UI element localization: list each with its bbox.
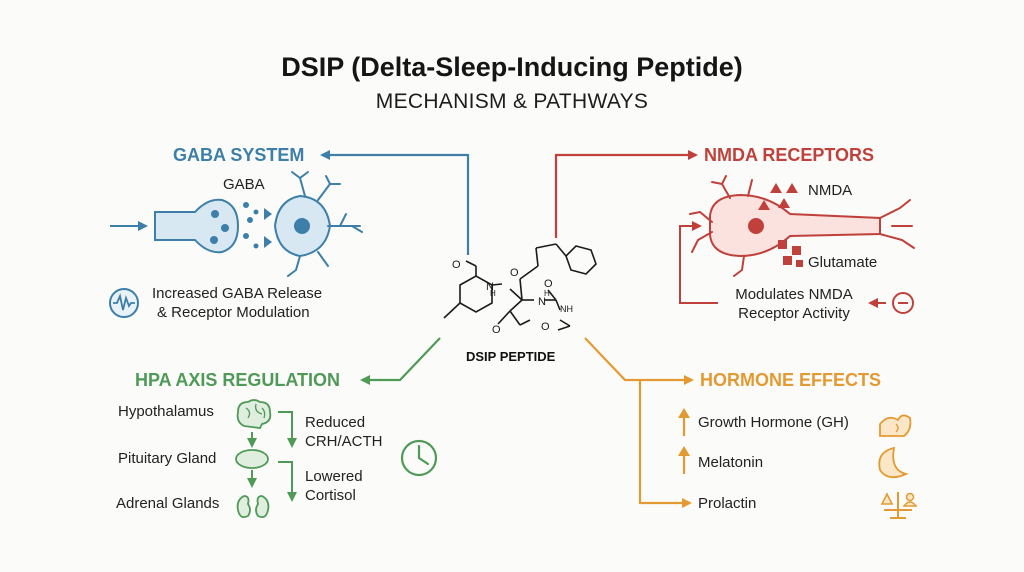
minus-circle-icon	[892, 292, 914, 314]
page-subtitle: MECHANISM & PATHWAYS	[375, 90, 649, 113]
nmda-feedback-loop	[679, 221, 886, 308]
hpa-organ-hypothalamus: Hypothalamus	[118, 403, 214, 420]
brain-icon	[236, 399, 272, 429]
svg-text:O: O	[510, 267, 519, 279]
pituitary-gland-icon	[235, 449, 269, 469]
svg-text:O: O	[544, 278, 553, 290]
gaba-effect-line2: & Receptor Modulation	[157, 304, 310, 321]
waveform-icon	[109, 288, 139, 318]
nmda-neuron-illustration	[689, 175, 915, 277]
hpa-organ-pituitary: Pituitary Gland	[118, 450, 217, 467]
glutamate-marker	[778, 240, 787, 249]
svg-text:N: N	[486, 281, 494, 293]
nmda-effect-line2: Receptor Activity	[738, 305, 850, 322]
hpa-organ-adrenal: Adrenal Glands	[116, 495, 220, 512]
moon-icon	[878, 446, 909, 479]
nmda-heading: NMDA RECEPTORS	[704, 145, 875, 165]
hormone-item-prolactin: Prolactin	[698, 495, 757, 512]
dsip-molecule-structure	[443, 243, 597, 331]
balance-scale-icon	[880, 492, 918, 519]
page-title: DSIP (Delta-Sleep-Inducing Peptide)	[281, 52, 743, 82]
hormone-item-melatonin: Melatonin	[698, 454, 764, 471]
svg-text:H: H	[544, 289, 550, 298]
connector-gaba	[320, 150, 470, 255]
gaba-heading: GABA SYSTEM	[173, 145, 305, 165]
hpa-effect-crh-line1: Reduced	[305, 414, 366, 431]
gaba-effect-line1: Increased GABA Release	[152, 285, 323, 302]
glutamate-label: Glutamate	[808, 254, 878, 271]
svg-text:O: O	[452, 259, 461, 271]
hpa-effect-crh-line2: CRH/ACTH	[305, 433, 383, 450]
hormone-item-gh: Growth Hormone (GH)	[698, 414, 849, 431]
hpa-effect-cortisol-line2: Cortisol	[305, 487, 356, 504]
nmda-molecule-label: NMDA	[808, 182, 853, 199]
svg-text:N: N	[538, 296, 546, 308]
nmda-effect-line1: Modulates NMDA	[735, 286, 853, 303]
hpa-effect-cortisol-line1: Lowered	[305, 468, 363, 485]
svg-text:O: O	[541, 321, 550, 333]
hormone-heading: HORMONE EFFECTS	[700, 370, 882, 390]
svg-text:H: H	[490, 289, 496, 298]
flexed-arm-icon	[879, 414, 912, 437]
gaba-molecule-label: GABA	[223, 176, 265, 193]
svg-text:O: O	[492, 324, 501, 336]
hpa-heading: HPA AXIS REGULATION	[135, 370, 341, 390]
nmda-marker	[770, 183, 782, 193]
gaba-synapse-illustration	[110, 171, 363, 277]
up-arrow-icon	[678, 408, 690, 436]
kidney-icon	[236, 495, 270, 519]
connector-hpa	[360, 337, 441, 385]
dsip-molecule-atoms: O N H O N H O O NH O	[452, 259, 573, 336]
connector-hormones	[584, 337, 694, 508]
dsip-peptide-label: DSIP PEPTIDE	[466, 349, 556, 364]
connector-nmda	[554, 150, 698, 238]
up-arrow-icon	[678, 446, 690, 474]
svg-text:NH: NH	[560, 304, 573, 314]
clock-icon	[400, 439, 438, 477]
